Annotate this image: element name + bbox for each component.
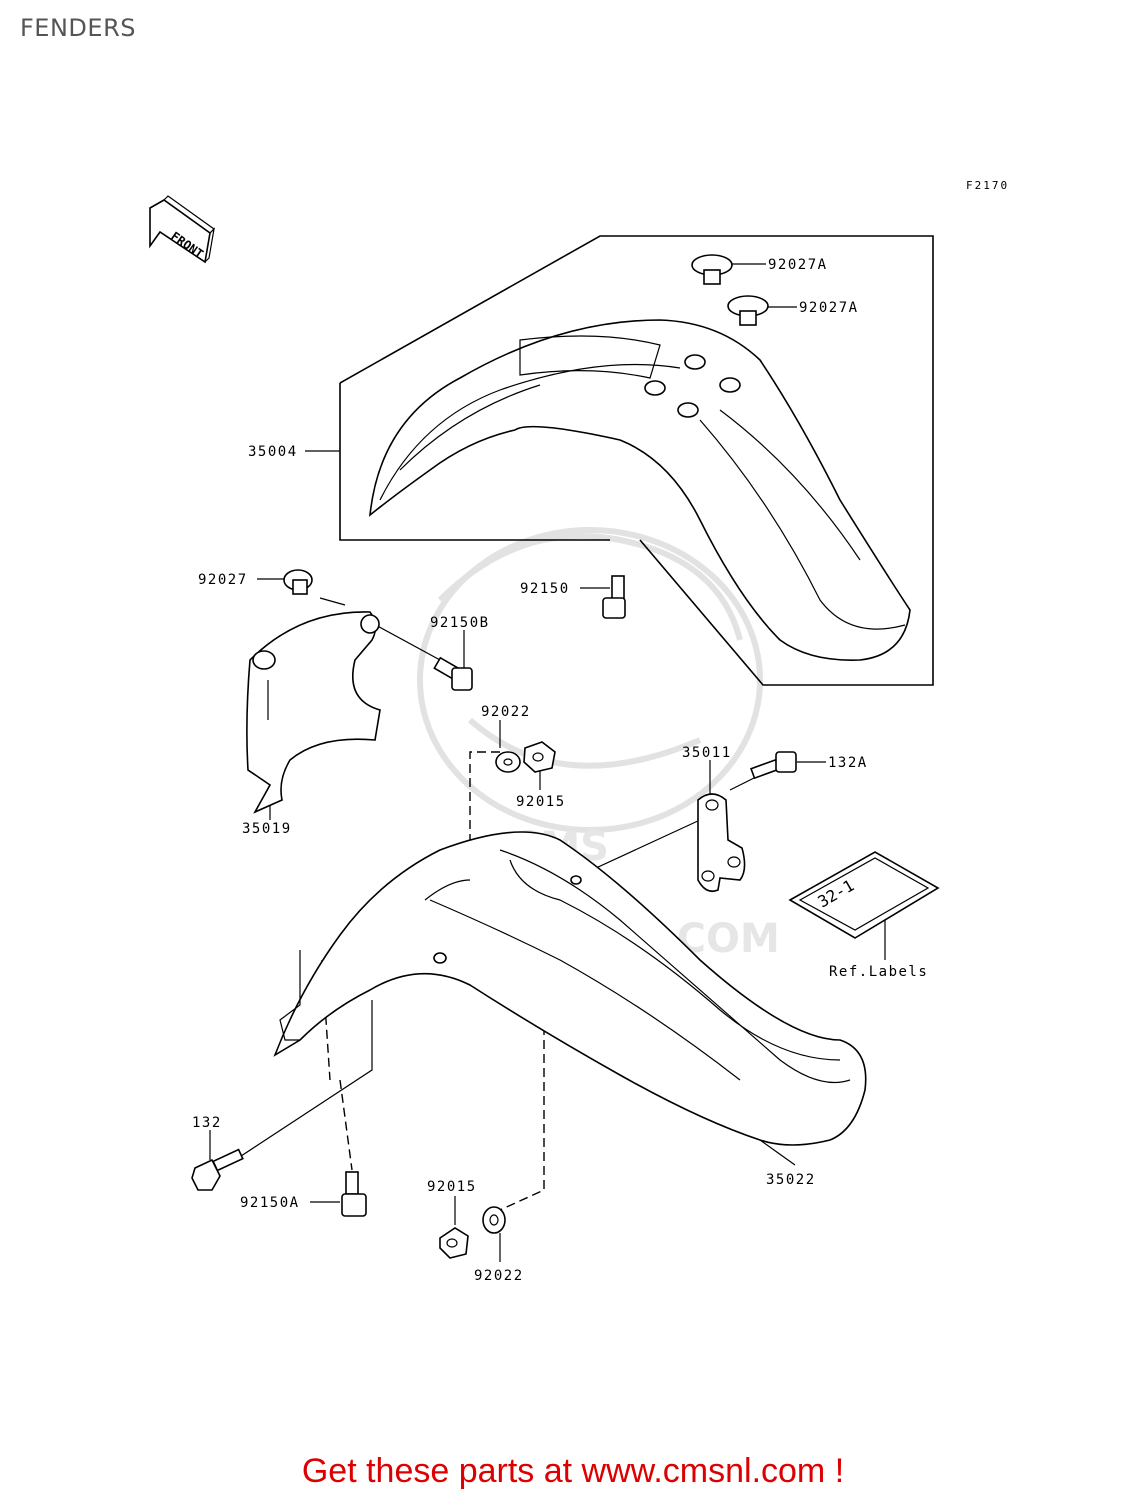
callout-92150b: 92150B: [430, 615, 490, 631]
page-title: FENDERS: [20, 14, 136, 42]
front-fender: [369, 319, 911, 661]
washer-icon: [495, 751, 521, 773]
callout-35004: 35004: [248, 444, 298, 460]
promo-banner[interactable]: Get these parts at www.cmsnl.com !: [301, 1452, 845, 1490]
callout-ref-labels: Ref.Labels: [829, 964, 928, 980]
bolt-icon: [750, 751, 797, 780]
callout-92015-lower: 92015: [427, 1179, 477, 1195]
bolt-icon: [341, 1171, 367, 1217]
callout-92022-lower: 92022: [474, 1268, 524, 1284]
callout-labels: 92027A 92027A 35004 92027 92150 92150B 9…: [192, 257, 928, 1284]
mud-guard: [246, 611, 381, 814]
callout-92027a-1: 92027A: [768, 257, 828, 273]
callout-35022: 35022: [766, 1172, 816, 1188]
callout-92150: 92150: [520, 581, 570, 597]
nut-icon: [439, 1227, 469, 1259]
callout-35011: 35011: [682, 745, 732, 761]
callout-92027: 92027: [198, 572, 248, 588]
callout-92027a-2: 92027A: [799, 300, 859, 316]
callout-35019: 35019: [242, 821, 292, 837]
grommet-icon: [283, 569, 313, 595]
callout-92150a: 92150A: [240, 1195, 300, 1211]
rear-fender: [273, 831, 867, 1146]
front-arrow-icon: FRONT: [149, 195, 215, 264]
callout-92022-upper: 92022: [481, 704, 531, 720]
bracket: [697, 793, 746, 893]
cap-icon: [691, 254, 733, 285]
bolt-icon: [191, 1148, 244, 1191]
callout-92015-upper: 92015: [516, 794, 566, 810]
nut-icon: [523, 741, 556, 773]
callout-132: 132: [192, 1115, 222, 1131]
reference-label-plate: 32-1: [788, 851, 940, 939]
figure-code: F2170: [966, 179, 1009, 192]
front-fender-group: [339, 235, 934, 686]
cap-icon: [727, 295, 769, 326]
bolt-icon: [433, 656, 473, 691]
screw-icon: [602, 575, 626, 619]
washer-icon: [482, 1206, 506, 1234]
parts-diagram: CMS WWW.CMSNL.COM F2170 FRONT: [149, 179, 1009, 1284]
callout-132a: 132A: [828, 755, 868, 771]
